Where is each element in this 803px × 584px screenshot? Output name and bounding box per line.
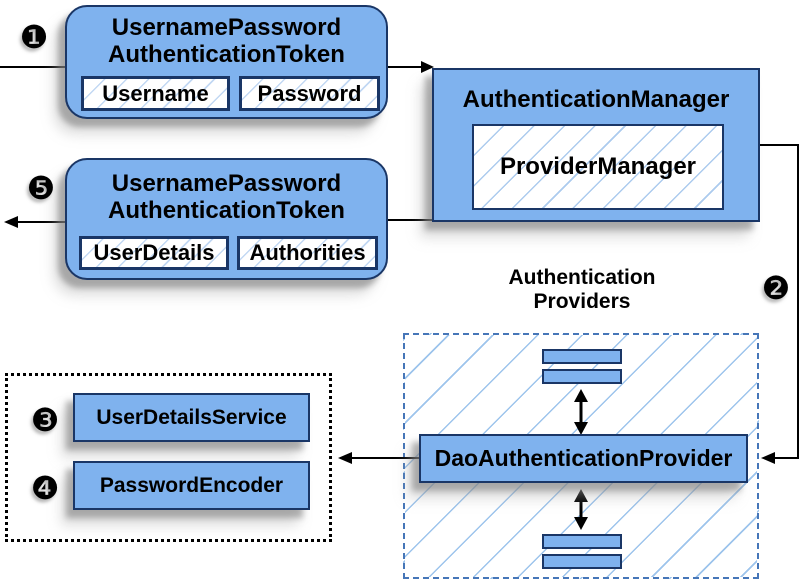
step-1-badge: ❶ [19,18,49,56]
providers-label-line2: Providers [533,290,631,313]
arrowhead-into-services-icon [338,452,352,464]
step-3-badge: ❸ [30,401,60,439]
response-token-box: UsernamePassword AuthenticationToken Use… [65,158,388,280]
provider-stack-bar [542,534,622,549]
arrowhead-into-dao-icon [761,452,775,464]
authentication-manager-box: AuthenticationManager ProviderManager [432,68,760,222]
password-encoder-box: PasswordEncoder [73,461,310,510]
user-details-service-box: UserDetailsService [73,393,310,442]
providers-label: Authentication Providers [462,266,702,314]
step-4-badge: ❹ [30,469,60,507]
provider-stack-bar [542,369,622,384]
step-5-badge: ❺ [26,169,56,207]
response-token-title-line2: AuthenticationToken [108,197,345,224]
request-token-title-line1: UsernamePassword [111,14,342,41]
username-field: Username [81,76,230,111]
step-2-badge: ❷ [761,269,791,307]
request-token-title: UsernamePassword AuthenticationToken [67,14,386,68]
providers-label-line1: Authentication [508,266,656,289]
provider-stack-bar [542,554,622,569]
response-token-title-line1: UsernamePassword [111,170,342,197]
userdetails-field: UserDetails [79,236,229,270]
authentication-manager-title: AuthenticationManager [462,86,730,113]
provider-stack-bar [542,349,622,364]
services-container [5,373,332,542]
password-field: Password [239,76,380,111]
authorities-field: Authorities [237,236,378,270]
provider-manager-box: ProviderManager [472,124,724,210]
request-token-title-line2: AuthenticationToken [108,41,345,68]
dao-authentication-provider-box: DaoAuthenticationProvider [419,434,748,483]
response-token-title: UsernamePassword AuthenticationToken [67,170,386,224]
arrowhead-out-left-icon [4,216,18,228]
request-token-box: UsernamePassword AuthenticationToken Use… [65,5,388,119]
